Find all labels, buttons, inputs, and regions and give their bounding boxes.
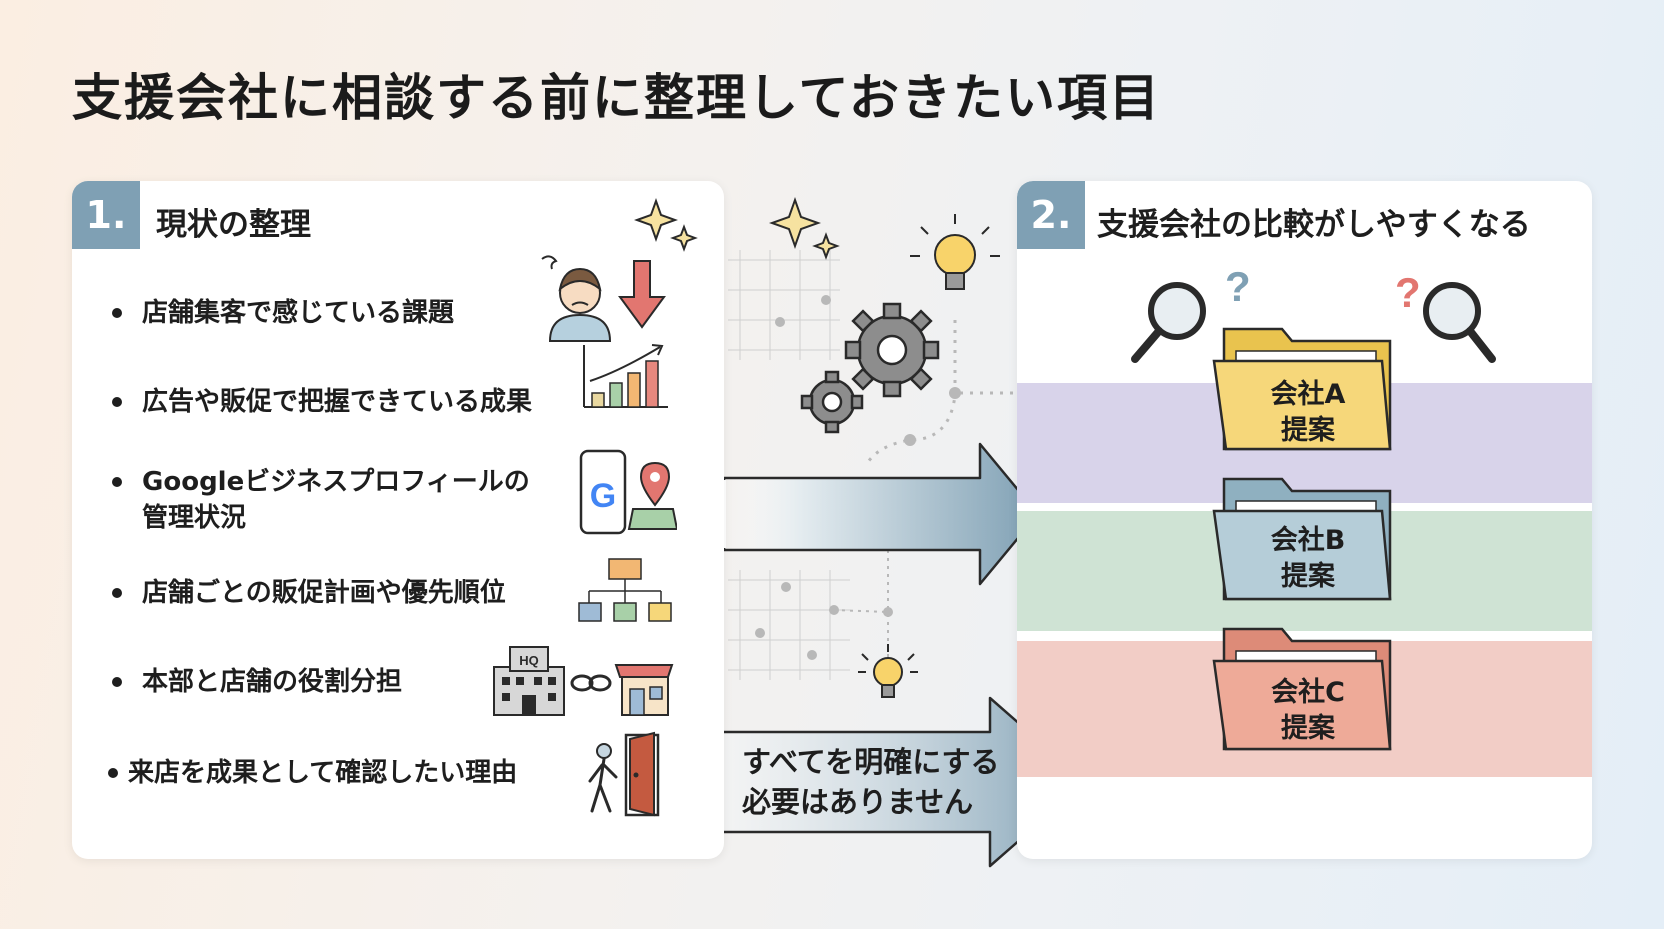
folder-label-line: 提案	[1281, 561, 1335, 592]
sparkle-icon	[768, 196, 840, 260]
grid-pattern-top	[728, 250, 840, 360]
section-heading: 現状の整理	[156, 207, 311, 243]
list-item-text: 来店を成果として確認したい理由	[128, 758, 518, 788]
section-number-badge: 2.	[1017, 181, 1085, 249]
folder-label-company-c: 会社C 提案	[1213, 675, 1403, 747]
list-item-text: Googleビジネスプロフィールの	[142, 467, 530, 497]
list-item-text: 店舗集客で感じている課題	[142, 298, 455, 328]
bullet-dot	[112, 588, 122, 598]
google-phone-map-icon: G	[579, 449, 677, 535]
list-item: 来店を成果として確認したい理由	[108, 755, 517, 791]
folder-company-c-icon	[1212, 627, 1392, 751]
callout-line: すべてを明確にする	[742, 745, 1000, 779]
callout-line: 必要はありません	[742, 785, 974, 819]
folder-label-line: 会社A	[1270, 379, 1346, 410]
folder-label-company-b: 会社B 提案	[1213, 523, 1403, 595]
bullet-dot	[112, 477, 122, 487]
folder-label-line: 提案	[1281, 713, 1335, 744]
section-number-badge: 1.	[72, 181, 140, 249]
hq-link-store-icon: HQ	[493, 646, 674, 716]
list-item-text: 管理状況	[142, 503, 247, 533]
folder-company-a-icon	[1212, 327, 1392, 451]
list-item: 店舗ごとの販促計画や優先順位	[112, 575, 506, 611]
svg-text:?: ?	[1225, 271, 1251, 310]
current-status-panel: 1. 現状の整理 店舗集客で感じている課題 広告や販促で把握できている成果 Go…	[72, 181, 724, 859]
arrow-to-comparison	[722, 442, 1040, 586]
gear-icon	[800, 302, 940, 434]
list-item-text: 本部と店舗の役割分担	[142, 667, 403, 697]
list-item: 本部と店舗の役割分担	[112, 664, 402, 700]
svg-text:?: ?	[1395, 271, 1421, 316]
svg-text:G: G	[590, 477, 616, 515]
list-item-text: 広告や販促で把握できている成果	[142, 387, 533, 417]
lightbulb-icon	[858, 214, 1000, 698]
list-item-text: 店舗ごとの販促計画や優先順位	[142, 578, 506, 608]
folder-company-b-icon	[1212, 477, 1392, 601]
folder-label-line: 提案	[1281, 415, 1335, 446]
bullet-dot	[112, 677, 122, 687]
folder-label-company-a: 会社A 提案	[1213, 377, 1403, 449]
folder-label-line: 会社B	[1270, 525, 1346, 556]
bullet-dot	[108, 768, 118, 778]
bullet-dot	[112, 308, 122, 318]
list-item: 広告や販促で把握できている成果	[112, 384, 532, 420]
page-title: 支援会社に相談する前に整理しておきたい項目	[72, 69, 1161, 127]
section-heading: 支援会社の比較がしやすくなる	[1097, 207, 1531, 243]
org-chart-icon	[578, 558, 672, 622]
worried-person-down-arrow-icon	[541, 255, 666, 342]
comparison-panel: 2. 支援会社の比較がしやすくなる ? ? 会社A 提案 会社B 提案 会社C …	[1017, 181, 1592, 859]
bullet-dot	[112, 397, 122, 407]
person-entering-door-icon	[588, 731, 660, 817]
magnifier-question-icons: ? ?	[1131, 271, 1496, 363]
growth-bar-chart-icon	[583, 344, 668, 408]
list-item: 店舗集客で感じている課題	[112, 295, 454, 331]
sparkle-icon	[634, 198, 698, 252]
list-item: Googleビジネスプロフィールの 管理状況	[112, 464, 530, 536]
folder-label-line: 会社C	[1271, 677, 1345, 708]
svg-text:HQ: HQ	[519, 653, 539, 668]
callout-text: すべてを明確にする 必要はありません	[742, 742, 1000, 822]
